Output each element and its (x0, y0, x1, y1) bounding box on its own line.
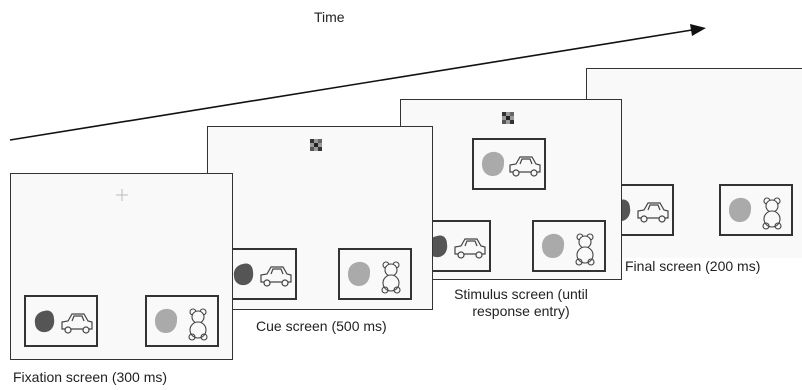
car-icon (637, 202, 669, 223)
fixation-screen-label: Fixation screen (300 ms) (13, 369, 168, 385)
cue-pair-left (223, 248, 297, 300)
light-blob-icon (542, 233, 565, 258)
teddy-bear-icon (381, 261, 401, 294)
teddy-bear-icon (762, 197, 782, 230)
cue-screen-label: Cue screen (500 ms) (256, 318, 387, 334)
fixation-pair-left (24, 295, 98, 347)
light-blob-icon (348, 261, 371, 286)
dark-blob-icon (233, 263, 254, 286)
stimulus-label-line-2: response entry) (472, 303, 570, 319)
car-icon (260, 266, 292, 287)
car-icon (454, 238, 486, 259)
teddy-bear-icon (188, 308, 208, 341)
fixation-pair-right (145, 295, 219, 347)
car-icon (61, 313, 93, 334)
checkerboard-icon (310, 139, 322, 151)
final-screen-label: Final screen (200 ms) (625, 258, 761, 274)
light-blob-icon (482, 151, 505, 176)
stimulus-label-line-1: Stimulus screen (until (454, 286, 588, 302)
stimulus-screen-label: Stimulus screen (until response entry) (441, 286, 601, 320)
light-blob-icon (155, 308, 178, 333)
time-label: Time (314, 9, 345, 25)
teddy-bear-icon (575, 233, 595, 266)
checkerboard-icon (502, 112, 514, 124)
fixation-cross-icon (116, 189, 128, 201)
stimulus-pair-right (532, 220, 606, 272)
light-blob-icon (729, 197, 752, 222)
final-pair-right (719, 184, 793, 236)
dark-blob-icon (34, 310, 55, 333)
car-icon (509, 156, 541, 177)
stimulus-target-pair (472, 138, 546, 190)
cue-pair-right (338, 248, 412, 300)
